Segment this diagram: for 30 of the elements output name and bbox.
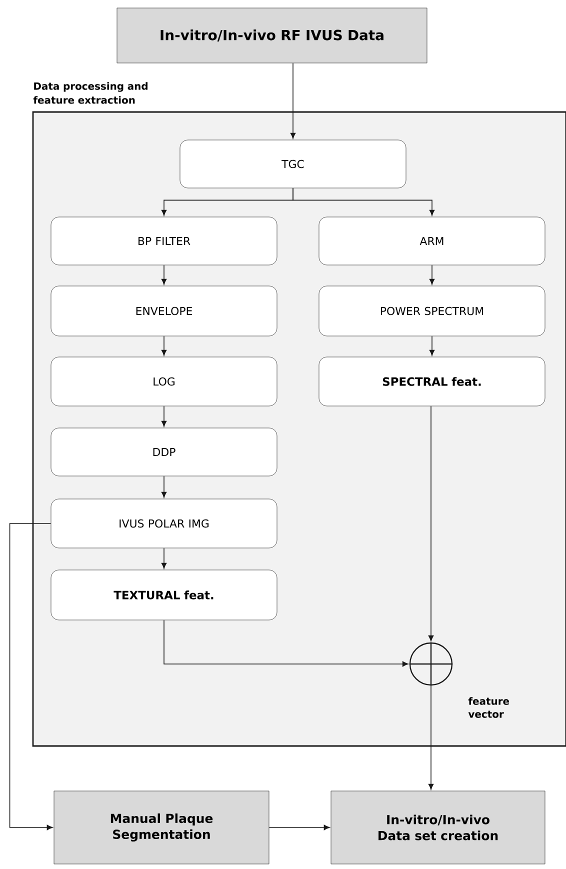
arrow (268, 824, 330, 830)
arrow (429, 264, 435, 285)
arrow (164, 620, 408, 667)
process-box: BP FILTER (50, 216, 278, 266)
sum-circle (408, 642, 454, 686)
arrow (161, 336, 167, 356)
arrow (161, 476, 167, 498)
process-box: LOG (50, 356, 278, 406)
process-box: TEXTURAL feat. (50, 570, 278, 620)
process-box: ARM (318, 216, 546, 266)
node-caption: feature vector (468, 697, 510, 718)
arrow (428, 685, 434, 790)
arrow (290, 62, 296, 139)
arrow (161, 264, 167, 285)
output-box: In-vitro/In-vivo Data set creation (330, 790, 546, 864)
arrow (9, 523, 53, 830)
process-box: ENVELOPE (50, 286, 278, 336)
node-label: Data processing and feature extraction (33, 82, 148, 104)
process-box: POWER SPECTRUM (318, 286, 546, 336)
arrow (292, 188, 435, 216)
process-box: SPECTRAL feat. (318, 356, 546, 406)
output-box: Manual Plaque Segmentation (54, 790, 270, 864)
process-box: DDP (50, 428, 278, 476)
process-box: IVUS POLAR IMG (50, 498, 278, 548)
process-box: TGC (180, 140, 406, 188)
arrow (161, 406, 167, 427)
arrow (428, 406, 434, 642)
arrow (161, 548, 167, 569)
arrow (429, 336, 435, 356)
title-box: In-vitro/In-vivo RF IVUS Data (116, 8, 428, 64)
